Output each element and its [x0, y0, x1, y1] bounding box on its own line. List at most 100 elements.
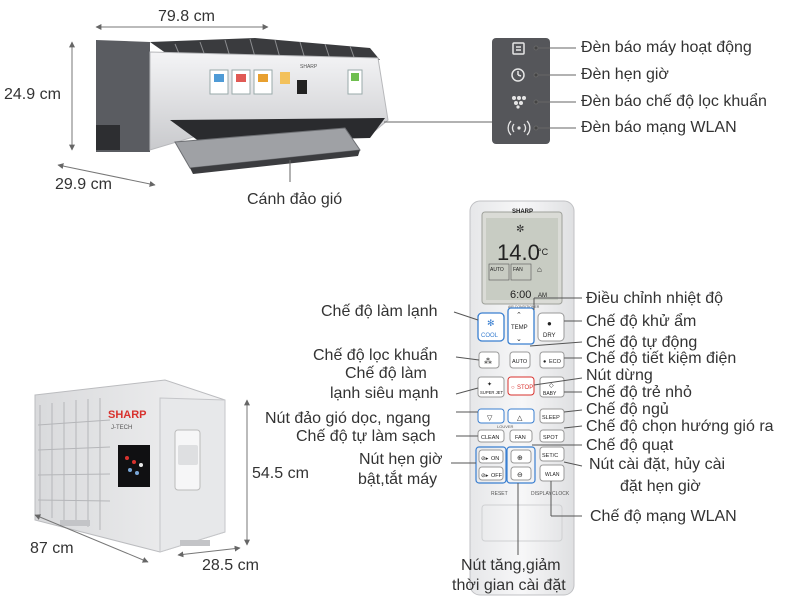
remote-leader-lines	[451, 297, 583, 555]
label-set-1: Nút cài đặt, hủy cài	[589, 456, 726, 473]
lcd-fan: FAN	[513, 267, 523, 273]
battery-cover	[481, 504, 563, 542]
time-adjust-group	[506, 446, 536, 484]
svg-text:CLEAN: CLEAN	[481, 435, 499, 441]
svg-text:✦: ✦	[487, 381, 492, 388]
label-spot: Chế độ chọn hướng gió ra	[586, 418, 774, 435]
lcd-temperature: 14.0	[497, 240, 540, 265]
wlan-button[interactable]: WLAN	[539, 464, 565, 482]
svg-text:TEMP: TEMP	[511, 325, 528, 331]
time-increase-button[interactable]: ⊕	[510, 449, 532, 464]
timer-off-button[interactable]: ⊘▸ OFF	[478, 466, 504, 481]
plasmacluster-indicator-icon	[512, 96, 526, 109]
display-label: DISPLAY	[531, 491, 552, 497]
label-stop: Nút dừng	[586, 367, 653, 384]
svg-text:⊘▸: ⊘▸	[481, 456, 489, 462]
svg-text:✻: ✻	[487, 318, 495, 328]
sleep-button[interactable]: SLEEP	[539, 408, 565, 424]
power-indicator-icon	[512, 42, 525, 55]
svg-text:WLAN: WLAN	[545, 472, 560, 478]
svg-text:⌄: ⌄	[516, 336, 522, 343]
svg-text:○: ○	[511, 385, 515, 391]
lcd-mode: AUTO	[490, 267, 504, 273]
label-superjet-1: Chế độ làm	[345, 365, 427, 382]
label-wlan: Chế độ mạng WLAN	[590, 508, 737, 525]
snowflake-icon: ✼	[516, 224, 524, 235]
svg-text:⊘▸: ⊘▸	[481, 473, 489, 479]
svg-text:DRY: DRY	[543, 333, 556, 339]
plasmacluster-button[interactable]: ⁂	[478, 351, 500, 369]
lcd-unit: °C	[538, 247, 549, 257]
svg-text:OFF: OFF	[491, 473, 503, 479]
label-cool: Chế độ làm lạnh	[321, 303, 438, 320]
timer-on-button[interactable]: ⊘▸ ON	[478, 449, 504, 464]
dim-height: 24.9 cm	[4, 86, 61, 103]
svg-text:⌃: ⌃	[516, 312, 522, 319]
dim-width: 79.8 cm	[158, 8, 215, 25]
outdoor-unit: SHARP J-TECH	[34, 379, 226, 553]
cool-button[interactable]: ✻ COOL	[477, 312, 505, 342]
dim-outdoor-height: 54.5 cm	[252, 465, 309, 482]
set-cancel-button[interactable]: SET/C	[539, 446, 565, 462]
svg-text:STOP: STOP	[517, 385, 533, 391]
indoor-dimension-lines	[57, 24, 269, 187]
svg-text:SPOT: SPOT	[543, 435, 559, 441]
indicator-label-plasma: Đèn báo chế độ lọc khuẩn	[581, 93, 767, 110]
louver-caption: LOUVER	[497, 424, 514, 429]
indoor-unit: SHARP	[96, 38, 389, 174]
label-time-adjust-1: Nút tăng,giảm	[461, 557, 561, 574]
louver-horizontal-button[interactable]: △	[507, 408, 535, 424]
label-eco: Chế độ tiết kiệm điện	[586, 350, 737, 367]
eco-button[interactable]: ● ECO	[539, 351, 565, 369]
svg-text:BABY: BABY	[543, 391, 557, 397]
indicator-panel	[492, 38, 576, 144]
timer-indicator-icon	[511, 68, 525, 82]
svg-text:SLEEP: SLEEP	[542, 415, 560, 421]
lcd-time: 6:00	[510, 289, 531, 301]
spot-button[interactable]: SPOT	[539, 429, 565, 443]
svg-text:▽: ▽	[487, 415, 493, 422]
temp-button[interactable]: ⌃ TEMP ⌄	[507, 307, 535, 345]
label-set-2: đặt hẹn giờ	[620, 478, 701, 495]
label-baby: Chế độ trẻ nhỏ	[586, 384, 692, 401]
svg-text:SUPER JET: SUPER JET	[480, 390, 503, 395]
svg-text:●: ●	[543, 359, 546, 365]
clock-label: CLOCK	[552, 491, 570, 497]
wlan-indicator-icon	[507, 120, 531, 136]
remote-brand-text: SHARP	[512, 209, 533, 215]
label-louver: Nút đảo gió dọc, ngang	[265, 410, 431, 427]
clean-button[interactable]: CLEAN	[477, 429, 505, 443]
label-plasma: Chế độ lọc khuẩn	[313, 347, 438, 364]
label-sleep: Chế độ ngủ	[586, 401, 669, 418]
svg-text:⁂: ⁂	[484, 356, 492, 366]
svg-text:⊖: ⊖	[517, 472, 523, 479]
time-decrease-button[interactable]: ⊖	[510, 466, 532, 481]
svg-text:△: △	[517, 415, 523, 422]
fan-button[interactable]: FAN	[509, 429, 533, 443]
superjet-button[interactable]: ✦ SUPER JET	[477, 376, 505, 398]
outdoor-dimension-lines	[34, 399, 250, 563]
svg-text:◇: ◇	[549, 383, 554, 389]
auto-button[interactable]: AUTO	[509, 351, 531, 369]
dim-depth: 29.9 cm	[55, 176, 112, 193]
baby-button[interactable]: ◇ BABY	[539, 376, 565, 398]
label-timer-1: Nút hẹn giờ	[359, 451, 443, 468]
outdoor-brand-text: SHARP	[108, 409, 147, 421]
label-fan: Chế độ quạt	[586, 437, 674, 454]
stop-button[interactable]: ○ STOP	[507, 376, 535, 396]
svg-text:SET/C: SET/C	[542, 453, 558, 459]
label-timer-2: bật,tắt máy	[358, 471, 438, 488]
svg-text:ECO: ECO	[549, 359, 562, 365]
indicator-label-wlan: Đèn báo mạng WLAN	[581, 119, 737, 136]
label-auto: Chế độ tự động	[586, 334, 698, 351]
lcd-louver-icon: ⌂	[537, 265, 542, 274]
dry-button[interactable]: ● DRY	[537, 312, 565, 342]
outdoor-subbrand-text: J-TECH	[111, 425, 132, 431]
louver-vertical-button[interactable]: ▽	[477, 408, 505, 424]
svg-text:FAN: FAN	[515, 435, 526, 441]
indicator-label-power: Đèn báo máy hoạt động	[581, 39, 752, 56]
lcd-caption: AIR CONDITIONER	[508, 305, 540, 309]
dim-outdoor-depth: 28.5 cm	[202, 557, 259, 574]
label-superjet-2: lạnh siêu mạnh	[330, 385, 439, 402]
